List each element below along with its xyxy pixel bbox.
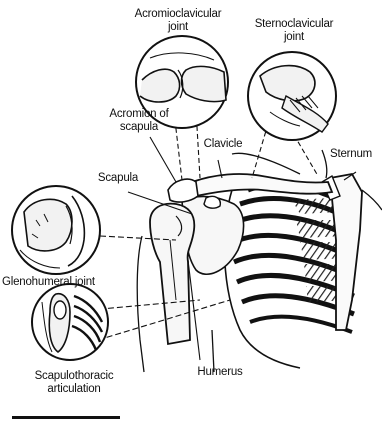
sternoclavicular-inset bbox=[248, 52, 336, 140]
clavicle-bone bbox=[192, 174, 332, 196]
acromion-label: Acromion of scapula bbox=[96, 108, 182, 134]
sternoclavicular-label-line1: Sternoclavicular bbox=[236, 18, 352, 31]
scale-bar bbox=[12, 416, 120, 419]
acromioclavicular-label-line2: joint bbox=[116, 21, 240, 34]
scapula-label: Scapula bbox=[90, 172, 146, 185]
glenohumeral-inset bbox=[12, 186, 100, 274]
humerus-bone bbox=[150, 204, 194, 344]
sternoclavicular-label: Sternoclavicular joint bbox=[236, 18, 352, 44]
scapulothoracic-label: Scapulothoracic articulation bbox=[24, 370, 124, 396]
scapulothoracic-label-line2: articulation bbox=[24, 383, 124, 396]
acromion-label-line2: scapula bbox=[96, 121, 182, 134]
acromioclavicular-label: Acromioclavicular joint bbox=[116, 8, 240, 34]
scapulothoracic-label-line1: Scapulothoracic bbox=[24, 370, 124, 383]
clavicle-label: Clavicle bbox=[196, 138, 250, 151]
glenohumeral-label: Glenohumeral joint bbox=[2, 276, 126, 289]
sternum-label: Sternum bbox=[330, 148, 382, 161]
acromioclavicular-label-line1: Acromioclavicular bbox=[116, 8, 240, 21]
acromion-label-line1: Acromion of bbox=[96, 108, 182, 121]
humerus-label: Humerus bbox=[188, 366, 252, 379]
scapulothoracic-inset bbox=[32, 284, 108, 360]
sternoclavicular-label-line2: joint bbox=[236, 31, 352, 44]
